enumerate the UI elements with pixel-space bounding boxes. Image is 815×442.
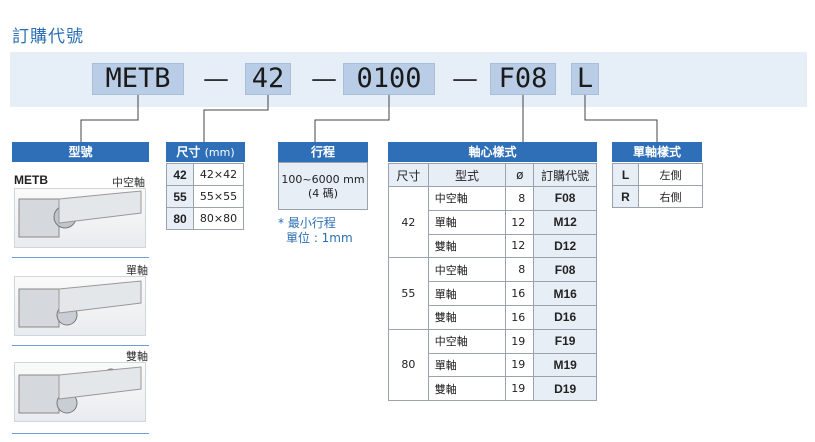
- page-title: 訂購代號: [12, 27, 84, 47]
- shaft-diameter: 8: [505, 186, 535, 211]
- model-variant-label: 中空軸: [112, 176, 145, 189]
- actuator-image: [14, 276, 146, 336]
- table-row: 42 中空軸 8 F08: [388, 185, 597, 259]
- actuator-image: [14, 362, 146, 422]
- shaft-type: 雙軸: [427, 233, 507, 259]
- shaft-code: D19: [533, 376, 597, 402]
- shaft-diameter: 8: [505, 257, 535, 283]
- shaft-code: F08: [533, 257, 597, 283]
- shaft-type: 單軸: [427, 352, 507, 378]
- code-dash: —: [203, 64, 229, 94]
- table-row: 55 中空軸 8 F08: [388, 257, 597, 330]
- shaft-diameter: 19: [505, 328, 535, 354]
- direction-value: 右側: [638, 185, 703, 208]
- shaft-diameter: 16: [505, 281, 535, 306]
- table-row: 單軸 12 M12: [389, 209, 597, 235]
- shaft-type: 單軸: [427, 281, 507, 306]
- column-header: 尺寸: [388, 163, 429, 187]
- table-row: 雙軸 19 D19: [389, 376, 597, 402]
- divider: [12, 345, 149, 346]
- divider: [12, 433, 149, 434]
- model-name: METB: [14, 173, 48, 187]
- shaft-diameter: 12: [505, 233, 535, 259]
- size-key: 42: [166, 163, 194, 186]
- shaft-header: 軸心樣式: [388, 142, 597, 162]
- shaft-code: D12: [533, 233, 597, 259]
- size-header-unit: (mm): [204, 146, 235, 159]
- size-key: 55: [166, 185, 194, 208]
- size-value: 42×42: [193, 163, 244, 186]
- shaft-type: 中空軸: [427, 186, 507, 211]
- table-row: 雙軸 16 D16: [389, 304, 597, 330]
- shaft-code: M16: [533, 281, 597, 306]
- shaft-table: 尺寸 型式 ø 訂購代號 42 中空軸 8 F08 單軸 12 M12 雙軸 1…: [388, 163, 597, 402]
- column-header: 訂購代號: [533, 163, 597, 187]
- size-header-label: 尺寸: [176, 145, 201, 159]
- stroke-note-unit: 單位 : 1mm: [286, 231, 353, 245]
- size-header: 尺寸 (mm): [166, 142, 245, 162]
- shaft-type: 雙軸: [427, 304, 507, 330]
- size-key: 80: [166, 207, 194, 230]
- shaft-type: 雙軸: [427, 376, 507, 402]
- direction-header: 單軸樣式: [612, 142, 702, 162]
- code-segment-model: METB: [92, 63, 184, 95]
- shaft-type: 中空軸: [427, 328, 507, 354]
- shaft-size: 80: [388, 328, 429, 402]
- shaft-diameter: 12: [505, 209, 535, 235]
- shaft-diameter: 19: [505, 376, 535, 402]
- stroke-note: * 最小行程 單位 : 1mm: [278, 216, 353, 246]
- code-segment-size: 42: [245, 63, 291, 95]
- stroke-box: 100~6000 mm (4 碼): [278, 162, 368, 210]
- shaft-code: F08: [533, 186, 597, 211]
- table-row: 雙軸 12 D12: [389, 233, 597, 259]
- code-dash: —: [311, 64, 337, 94]
- column-header: ø: [505, 163, 535, 187]
- shaft-code: D16: [533, 304, 597, 330]
- table-header-row: 尺寸 型式 ø 訂購代號: [388, 163, 597, 187]
- direction-key: R: [612, 185, 639, 208]
- actuator-image: [14, 188, 146, 248]
- stroke-note-min: * 最小行程: [278, 216, 336, 230]
- model-variant-label: 雙軸: [126, 350, 148, 363]
- size-value: 55×55: [193, 185, 244, 208]
- shaft-diameter: 19: [505, 352, 535, 378]
- shaft-code: M12: [533, 209, 597, 235]
- direction-key: L: [612, 163, 639, 186]
- code-segment-stroke: 0100: [343, 63, 435, 95]
- shaft-size: 55: [388, 257, 429, 330]
- code-dash: —: [452, 64, 478, 94]
- model-variant-label: 單軸: [126, 264, 148, 277]
- divider: [12, 257, 149, 258]
- table-row: 單軸 19 M19: [389, 352, 597, 378]
- table-row: 80 中空軸 19 F19: [388, 328, 597, 402]
- size-value: 80×80: [193, 207, 244, 230]
- code-segment-shaft: F08: [490, 63, 556, 95]
- code-segment-direction: L: [571, 63, 599, 95]
- shaft-size: 42: [388, 185, 429, 259]
- shaft-type: 中空軸: [427, 257, 507, 283]
- stroke-range: 100~6000 mm: [281, 173, 365, 186]
- shaft-diameter: 16: [505, 304, 535, 330]
- model-header: 型號: [12, 142, 149, 162]
- shaft-code: F19: [533, 328, 597, 354]
- direction-value: 左側: [638, 163, 703, 186]
- column-header: 型式: [427, 163, 507, 187]
- shaft-code: M19: [533, 352, 597, 378]
- stroke-digits: (4 碼): [307, 187, 339, 200]
- shaft-type: 單軸: [427, 209, 507, 235]
- stroke-header: 行程: [278, 142, 368, 162]
